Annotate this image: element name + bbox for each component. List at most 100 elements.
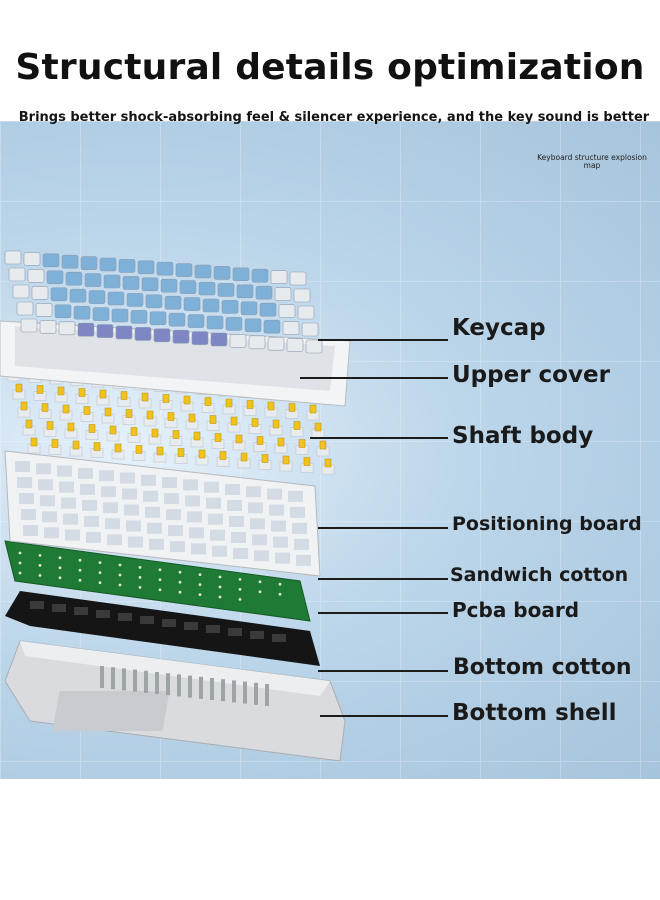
keycap [305, 339, 323, 354]
keycap [229, 334, 247, 348]
keycap [84, 273, 102, 287]
switch [33, 385, 47, 401]
switch [201, 397, 215, 413]
keycap [92, 307, 110, 321]
label-upper-cover: Upper cover [452, 362, 610, 388]
label-shaft-body: Shaft body [452, 423, 594, 449]
label-bottom-cotton: Bottom cotton [453, 655, 632, 680]
keycap [248, 335, 266, 350]
switch [222, 398, 236, 415]
switch [232, 434, 246, 451]
switch [274, 437, 288, 454]
keycap [221, 300, 239, 314]
keycap [213, 266, 231, 280]
keycap [278, 304, 296, 318]
keycap [134, 327, 152, 341]
keycap [172, 329, 190, 344]
keycap [301, 322, 319, 337]
keycap [137, 260, 155, 275]
keycap [236, 284, 254, 299]
switch [290, 421, 304, 437]
keycap [183, 297, 201, 311]
switch [75, 388, 89, 404]
keycap [16, 301, 34, 316]
keycap [69, 288, 87, 303]
switch [279, 455, 293, 472]
keycap [130, 310, 148, 324]
keycap [175, 263, 193, 277]
switch [237, 452, 251, 469]
keycap [293, 288, 311, 303]
keycap [122, 276, 140, 290]
keycap [225, 317, 243, 331]
keycap [232, 267, 250, 282]
switch [85, 424, 99, 440]
switch [264, 401, 278, 418]
switch [22, 419, 36, 436]
keycap [4, 250, 22, 265]
switch [90, 442, 104, 458]
switch [190, 431, 204, 448]
keycap [99, 257, 117, 272]
switch [38, 403, 52, 419]
switch [216, 451, 230, 467]
switch [169, 430, 183, 446]
switch [211, 433, 225, 449]
keycap [39, 320, 57, 334]
switch [117, 391, 131, 407]
switch [111, 443, 125, 460]
keycap [80, 256, 98, 270]
keycap [54, 304, 72, 319]
keycap [111, 308, 129, 323]
switch [159, 394, 173, 410]
keycap [297, 305, 315, 320]
switch [227, 416, 241, 433]
switch [321, 458, 335, 475]
keycap [286, 338, 304, 352]
switch [206, 415, 220, 431]
keycap [156, 261, 174, 276]
leader-bottom-shell [320, 715, 448, 717]
keycap [282, 321, 300, 335]
keycap [206, 315, 224, 330]
keycap [263, 319, 281, 334]
keycap [115, 325, 133, 340]
bottom-shell-layer [4, 640, 346, 762]
switch [122, 409, 136, 425]
switch [48, 439, 62, 455]
leader-positioning-board [318, 527, 448, 529]
keycap [191, 331, 209, 345]
keycap [274, 287, 292, 301]
keycap [267, 336, 285, 351]
switch [174, 448, 188, 464]
keycap [255, 285, 273, 300]
switch [258, 454, 272, 470]
exploded-keyboard-illustration [0, 250, 351, 762]
keycap [46, 270, 64, 285]
switch [80, 406, 94, 422]
keycap-layer [4, 250, 323, 354]
keycap [168, 312, 186, 327]
switch [253, 436, 267, 452]
label-bottom-shell: Bottom shell [452, 700, 617, 726]
background-panel [0, 121, 660, 779]
switch [195, 449, 209, 466]
page-title: Structural details optimization [15, 47, 645, 88]
switch [295, 439, 309, 455]
keycap [77, 322, 95, 337]
keycap [217, 283, 235, 297]
keycap [61, 254, 79, 269]
page-subtitle: Brings better shock-absorbing feel & sil… [18, 110, 650, 125]
keycap [107, 291, 125, 306]
keycap [210, 332, 228, 347]
keycap [118, 259, 136, 273]
switch [127, 427, 141, 443]
switch [306, 404, 320, 421]
switch [27, 437, 41, 454]
keycap [73, 305, 91, 320]
keycap [251, 268, 269, 283]
switch [69, 440, 83, 457]
switch [180, 395, 194, 412]
switch [148, 428, 162, 445]
keycap [160, 278, 178, 293]
